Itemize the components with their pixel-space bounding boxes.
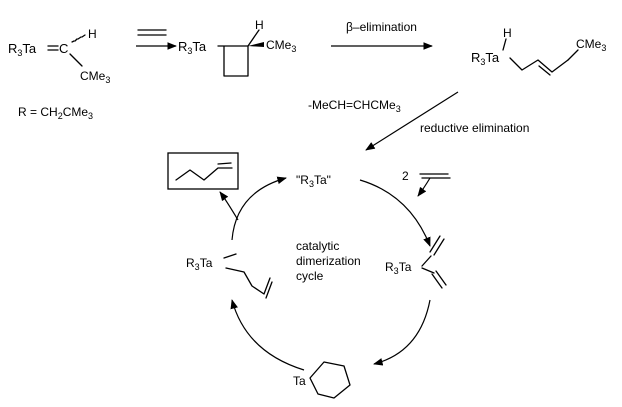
catalyst-label: "R3Ta" — [296, 173, 331, 189]
ring-c-h-bond — [247, 29, 260, 47]
alkylidene-reactant: R3Ta C H CMe3 — [8, 27, 110, 85]
cycle-label-line2: dimerization — [296, 254, 361, 268]
butenyl-metal-label: R3Ta — [186, 256, 213, 272]
alkenyl-chain — [509, 57, 569, 73]
reactant-metal-label: R3Ta — [8, 41, 37, 58]
cycle-label-line3: cycle — [296, 269, 324, 283]
r-group-definition: R = CH2CMe3 — [18, 105, 93, 121]
metallacyclobutane: R3Ta H CMe3 — [178, 18, 296, 77]
c-cme3-bond — [69, 53, 83, 67]
ethylene-reagent — [137, 29, 167, 36]
hydride-metal-label: R3Ta — [471, 50, 500, 67]
chain-to-cme3-bond — [567, 49, 579, 61]
metallacycle-h-label: H — [255, 18, 264, 32]
ta-h-bond — [502, 38, 507, 51]
metallacyclopentane-metal-label: Ta — [293, 374, 306, 388]
arrow-release-butene — [219, 191, 239, 221]
byproduct-label: -MeCH=CHCMe3 — [308, 98, 401, 114]
tantalum-hydride-alkenyl: H R3Ta CMe3 — [471, 26, 606, 76]
hashed-bond-to-h — [71, 34, 86, 43]
alkene-double-bond — [538, 65, 551, 76]
cycle-label-line1: catalytic — [296, 239, 339, 253]
hydride-h-label: H — [503, 26, 512, 40]
arrow-bis-ethylene-to-metallacycle — [373, 299, 431, 366]
arrow-catalyst-to-bis-ethylene — [359, 179, 431, 247]
metallacycle-metal-label: R3Ta — [178, 39, 207, 56]
reactant-cme3-label: CMe3 — [80, 69, 110, 85]
arrow-metallacycle-to-butenyl — [230, 299, 305, 371]
four-membered-ring — [217, 45, 249, 77]
metallacycle-cme3-label: CMe3 — [266, 38, 296, 54]
reactant-h-label: H — [88, 27, 97, 41]
hydride-cme3-label: CMe3 — [576, 37, 606, 53]
wedge-bond-to-cme3 — [248, 42, 264, 47]
bis-ethylene-metal-label: R3Ta — [385, 260, 412, 276]
reductive-elimination-label: reductive elimination — [420, 121, 529, 135]
butene-product-box — [167, 152, 239, 190]
reactant-carbon-label: C — [59, 41, 68, 56]
ethylene-count-label: 2 — [402, 169, 409, 183]
beta-elimination-label: β–elimination — [346, 20, 417, 34]
ethylene-2-equivalents — [419, 173, 451, 179]
arrow-butenyl-to-catalyst — [231, 176, 287, 241]
butenyl-hydride-complex: R3Ta — [186, 253, 273, 299]
five-membered-ring — [309, 361, 351, 399]
metallacyclopentane: Ta — [293, 361, 351, 399]
arrow-reductive-elimination — [365, 91, 459, 151]
arrow-ethylene-coordination-small — [417, 177, 431, 197]
bis-ethylene-complex: R3Ta — [385, 235, 447, 289]
